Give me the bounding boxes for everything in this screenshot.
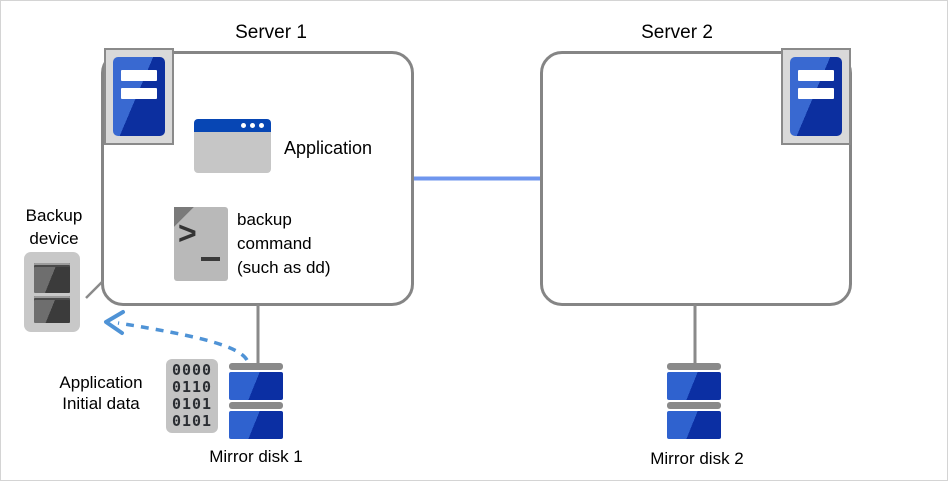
mirror-disk1-icon bbox=[229, 363, 283, 441]
initial-data-line: Application bbox=[59, 373, 143, 392]
tower-slot-bar bbox=[798, 70, 834, 81]
disk-platter bbox=[667, 411, 721, 439]
binary-data-icon: 0000 0110 0101 0101 bbox=[166, 359, 218, 433]
backup-device-label: Backup device bbox=[9, 204, 99, 250]
window-dot bbox=[241, 123, 246, 128]
backup-command-line: command bbox=[237, 234, 312, 253]
backup-command-line: backup bbox=[237, 210, 292, 229]
server1-tower-icon bbox=[104, 48, 174, 145]
disk-cap-bar bbox=[667, 363, 721, 370]
tower-body bbox=[790, 57, 842, 136]
document-page bbox=[174, 207, 228, 281]
disk-cap-bar bbox=[667, 402, 721, 409]
tower-body bbox=[113, 57, 165, 136]
backup-command-line: (such as dd) bbox=[237, 258, 331, 277]
terminal-prompt-glyph: > bbox=[178, 215, 197, 251]
binary-row: 0000 bbox=[171, 361, 213, 379]
tower-slot-bar bbox=[121, 70, 157, 81]
tower-slot-bar bbox=[121, 88, 157, 99]
backup-device-icon bbox=[24, 252, 80, 332]
application-label: Application bbox=[284, 138, 373, 158]
backup-command-icon: > bbox=[174, 207, 228, 281]
backup-dashed-arrow bbox=[117, 321, 249, 362]
disk-platter bbox=[229, 372, 283, 400]
server2-title: Server 2 bbox=[641, 22, 713, 43]
tower-slot-bar bbox=[798, 88, 834, 99]
terminal-cursor-bar bbox=[201, 257, 220, 261]
backup-device-line: Backup bbox=[25, 206, 83, 225]
disk-cap-bar bbox=[229, 402, 283, 409]
disk-platter bbox=[667, 372, 721, 400]
binary-row: 0110 bbox=[171, 378, 213, 396]
tape-slot bbox=[34, 263, 70, 293]
initial-data-line: Initial data bbox=[62, 394, 140, 413]
binary-row: 0101 bbox=[171, 412, 213, 430]
backup-arrowhead-icon bbox=[104, 310, 125, 335]
mirror-disk1-label: Mirror disk 1 bbox=[209, 447, 303, 466]
initial-data-label: Application Initial data bbox=[37, 372, 165, 414]
mirror-disk2-icon bbox=[667, 363, 721, 441]
mirror-disk2-label: Mirror disk 2 bbox=[650, 449, 744, 468]
backup-device-line: device bbox=[29, 229, 79, 248]
window-body bbox=[194, 132, 271, 173]
window-titlebar bbox=[194, 119, 271, 132]
window-dot bbox=[259, 123, 264, 128]
tape-slot bbox=[34, 296, 70, 323]
server2-tower-icon bbox=[781, 48, 851, 145]
disk-cap-bar bbox=[229, 363, 283, 370]
server1-title: Server 1 bbox=[235, 22, 307, 43]
window-dots-icon bbox=[241, 123, 264, 128]
application-window-icon bbox=[194, 119, 271, 173]
backup-command-label: backup command (such as dd) bbox=[237, 208, 331, 280]
binary-row: 0101 bbox=[171, 395, 213, 413]
disk-platter bbox=[229, 411, 283, 439]
window-dot bbox=[250, 123, 255, 128]
